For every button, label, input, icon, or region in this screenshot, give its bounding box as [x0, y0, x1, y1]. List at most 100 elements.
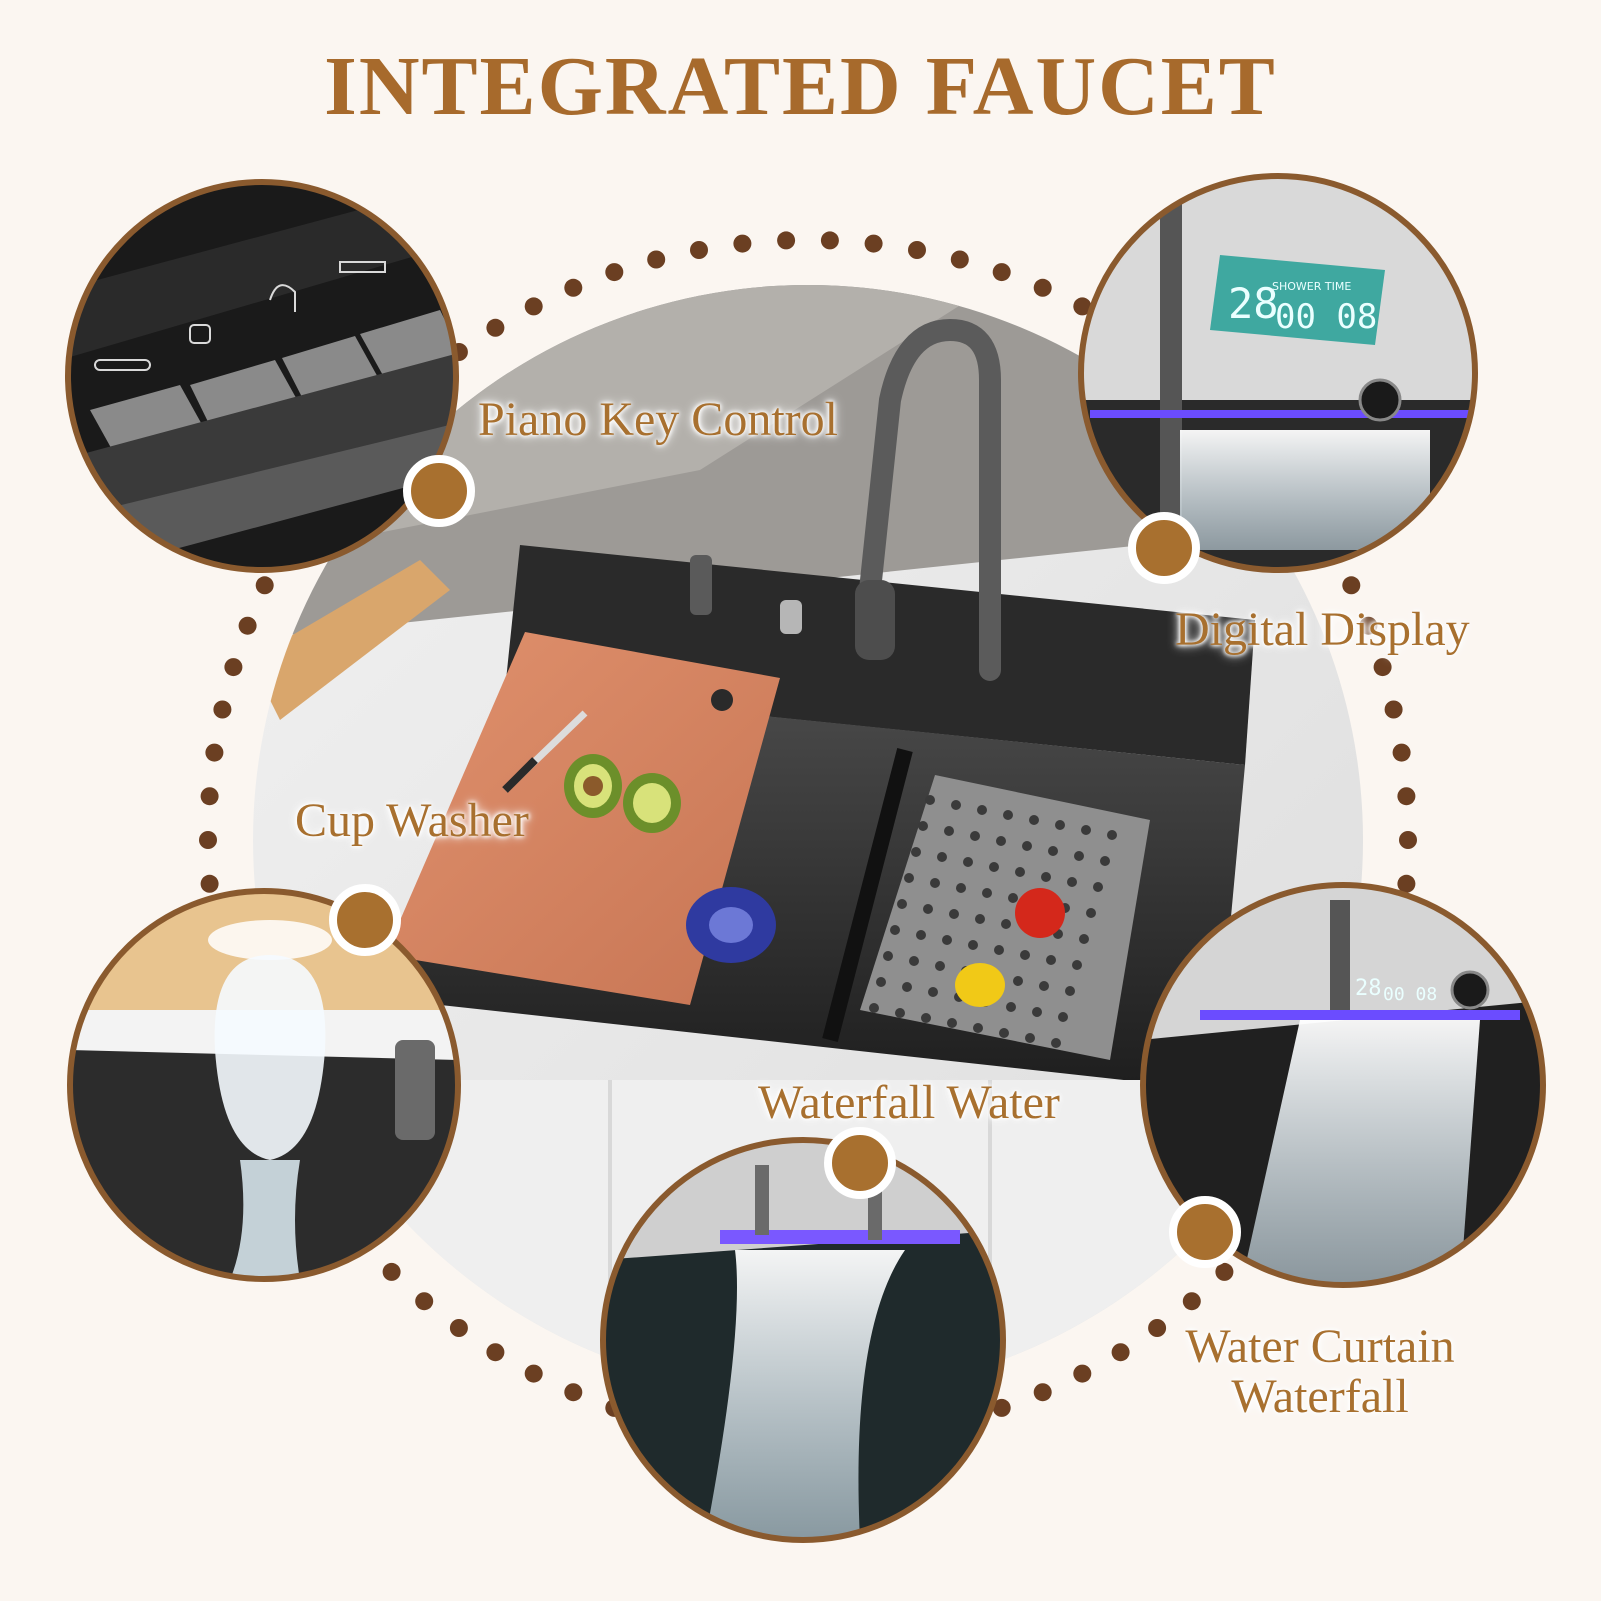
- ring-dot: [1073, 297, 1092, 316]
- strainer-hole: [1006, 1002, 1016, 1012]
- strainer-hole: [1093, 882, 1103, 892]
- strainer-hole: [923, 904, 933, 914]
- strainer-hole: [1100, 856, 1110, 866]
- display-time-text: 00 08: [1275, 297, 1377, 337]
- strainer-hole: [1079, 934, 1089, 944]
- strainer-hole: [1074, 851, 1084, 861]
- ring-dot: [1392, 743, 1411, 762]
- ring-dot: [486, 318, 505, 337]
- strainer-hole: [1003, 810, 1013, 820]
- strainer-hole: [1039, 981, 1049, 991]
- ring-dot: [1359, 616, 1378, 635]
- ring-dot: [1384, 700, 1403, 719]
- strainer-hole: [1067, 877, 1077, 887]
- strainer-hole: [1025, 1033, 1035, 1043]
- ring-dot: [1373, 658, 1392, 677]
- ring-dot: [199, 831, 217, 849]
- ring-dot: [1397, 787, 1416, 806]
- ring-dot: [1215, 1262, 1234, 1281]
- label-water-curtain-line2: Waterfall: [1231, 1370, 1409, 1423]
- strainer-hole: [994, 945, 1004, 955]
- strainer-hole: [1041, 872, 1051, 882]
- ring-dot: [213, 700, 232, 719]
- strainer-hole: [918, 821, 928, 831]
- ring-dot: [1342, 576, 1361, 595]
- piano-key-image: [68, 182, 456, 570]
- strainer-hole: [942, 935, 952, 945]
- ring-dot: [1073, 1364, 1092, 1383]
- strainer-hole: [883, 951, 893, 961]
- strainer-hole: [925, 795, 935, 805]
- strainer-hole: [968, 940, 978, 950]
- strainer-hole: [947, 1018, 957, 1028]
- marker-digital-display: [1128, 512, 1200, 584]
- strainer-hole: [956, 883, 966, 893]
- strainer-hole: [909, 956, 919, 966]
- ring-dot: [1148, 1319, 1167, 1337]
- strainer-hole: [1058, 1012, 1068, 1022]
- strainer-hole: [963, 857, 973, 867]
- page-title: INTEGRATED FAUCET: [324, 40, 1277, 133]
- label-digital-display: Digital Display: [1175, 603, 1470, 656]
- circle-borders: [65, 173, 1546, 1543]
- ring-dot: [908, 241, 926, 259]
- ring-dot: [777, 231, 796, 250]
- strainer-hole: [944, 826, 954, 836]
- ring-dot: [690, 241, 708, 259]
- strainer-hole: [1029, 815, 1039, 825]
- ring-dot: [992, 263, 1011, 282]
- strainer-hole: [973, 1023, 983, 1033]
- curtain-display-temperature-text: 28: [1355, 976, 1382, 1001]
- ring-dot: [524, 1364, 543, 1383]
- marker-piano-key: [403, 455, 475, 527]
- ring-dot: [200, 787, 219, 806]
- strainer-hole: [949, 909, 959, 919]
- ring-dot: [1397, 874, 1416, 893]
- ring-dot: [238, 616, 257, 635]
- label-water-curtain-waterfall: Water Curtain Waterfall: [1150, 1322, 1490, 1422]
- strainer-hole: [897, 899, 907, 909]
- strainer-hole: [1013, 976, 1023, 986]
- strainer-hole: [876, 977, 886, 987]
- ring-dot: [1182, 1292, 1201, 1311]
- marker-waterfall: [824, 1127, 896, 1199]
- curtain-display-time-text: 00 08: [1383, 984, 1437, 1005]
- ring-dot: [1033, 1383, 1052, 1402]
- strainer-hole: [982, 888, 992, 898]
- strainer-hole: [1022, 841, 1032, 851]
- strainer-hole: [975, 914, 985, 924]
- ring-dot: [1111, 1343, 1130, 1362]
- strainer-hole: [1081, 825, 1091, 835]
- ring-dot: [733, 234, 752, 253]
- strainer-hole: [996, 836, 1006, 846]
- strainer-hole: [930, 878, 940, 888]
- strainer-hole: [895, 1008, 905, 1018]
- strainer-hole: [1048, 846, 1058, 856]
- strainer-hole: [921, 1013, 931, 1023]
- strainer-hole: [1051, 1038, 1061, 1048]
- label-water-curtain-line1: Water Curtain: [1185, 1320, 1455, 1373]
- strainer-hole: [970, 831, 980, 841]
- label-piano-key-control: Piano Key Control: [478, 393, 838, 446]
- strainer-hole: [1046, 955, 1056, 965]
- ring-dot: [382, 1262, 401, 1281]
- display-caption-text: SHOWER TIME: [1272, 280, 1351, 293]
- strainer-hole: [1020, 950, 1030, 960]
- ring-dot: [1033, 278, 1052, 297]
- strainer-hole: [1008, 893, 1018, 903]
- ring-dot: [992, 1398, 1011, 1417]
- strainer-hole: [999, 1028, 1009, 1038]
- strainer-hole: [935, 961, 945, 971]
- ring-dot: [647, 250, 666, 269]
- strainer-hole: [1072, 960, 1082, 970]
- strainer-hole: [951, 800, 961, 810]
- ring-dot: [564, 278, 583, 297]
- strainer-hole: [1032, 1007, 1042, 1017]
- label-waterfall-water: Waterfall Water: [758, 1076, 1060, 1129]
- strainer-hole: [1065, 986, 1075, 996]
- strainer-hole: [937, 852, 947, 862]
- strainer-hole: [890, 925, 900, 935]
- ring-dot: [950, 250, 969, 269]
- strainer-hole: [916, 930, 926, 940]
